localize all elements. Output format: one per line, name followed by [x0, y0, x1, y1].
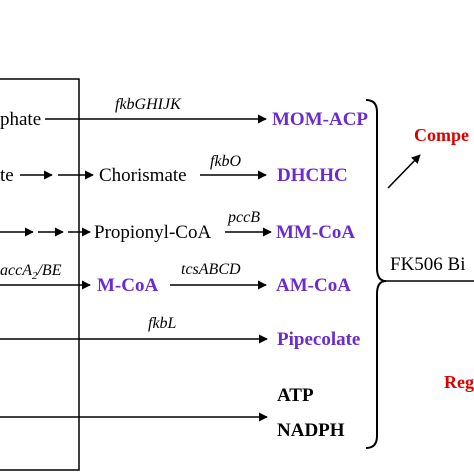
- cofactor-nadph: NADPH: [277, 420, 345, 441]
- precursor-mom-acp: MOM-ACP: [272, 109, 368, 130]
- gene-tcsABCD: tcsABCD: [181, 261, 241, 278]
- gene-accA2-BE: accA2/BE: [0, 262, 62, 282]
- label-fk506-biosynthesis: FK506 Bi: [390, 254, 466, 275]
- arrow-to-competition: [387, 154, 421, 189]
- label-competition: Compe: [414, 125, 469, 145]
- gene-pccB: pccB: [227, 209, 260, 226]
- gene-fkbL: fkbL: [148, 315, 177, 332]
- right-brace: [365, 99, 387, 449]
- gene-fkbGHIJK: fkbGHIJK: [115, 96, 182, 113]
- intermediate-propionyl-coa: Propionyl-CoA: [94, 222, 211, 243]
- cofactor-atp: ATP: [277, 385, 314, 406]
- intermediate-chorismate: Chorismate: [99, 165, 187, 186]
- precursor-dhchc: DHCHC: [277, 165, 348, 186]
- precursor-pipecolate: Pipecolate: [277, 329, 360, 350]
- source-label-row1: phate: [0, 109, 41, 130]
- precursor-am-coa: AM-CoA: [276, 275, 351, 296]
- precursor-mm-coa: MM-CoA: [276, 222, 355, 243]
- label-regulation: Reg: [444, 372, 474, 392]
- gene-fkbO: fkbO: [210, 153, 242, 170]
- intermediate-m-coa: M-CoA: [97, 275, 158, 296]
- source-label-row2: te: [0, 165, 14, 186]
- source-box-border: [0, 78, 80, 471]
